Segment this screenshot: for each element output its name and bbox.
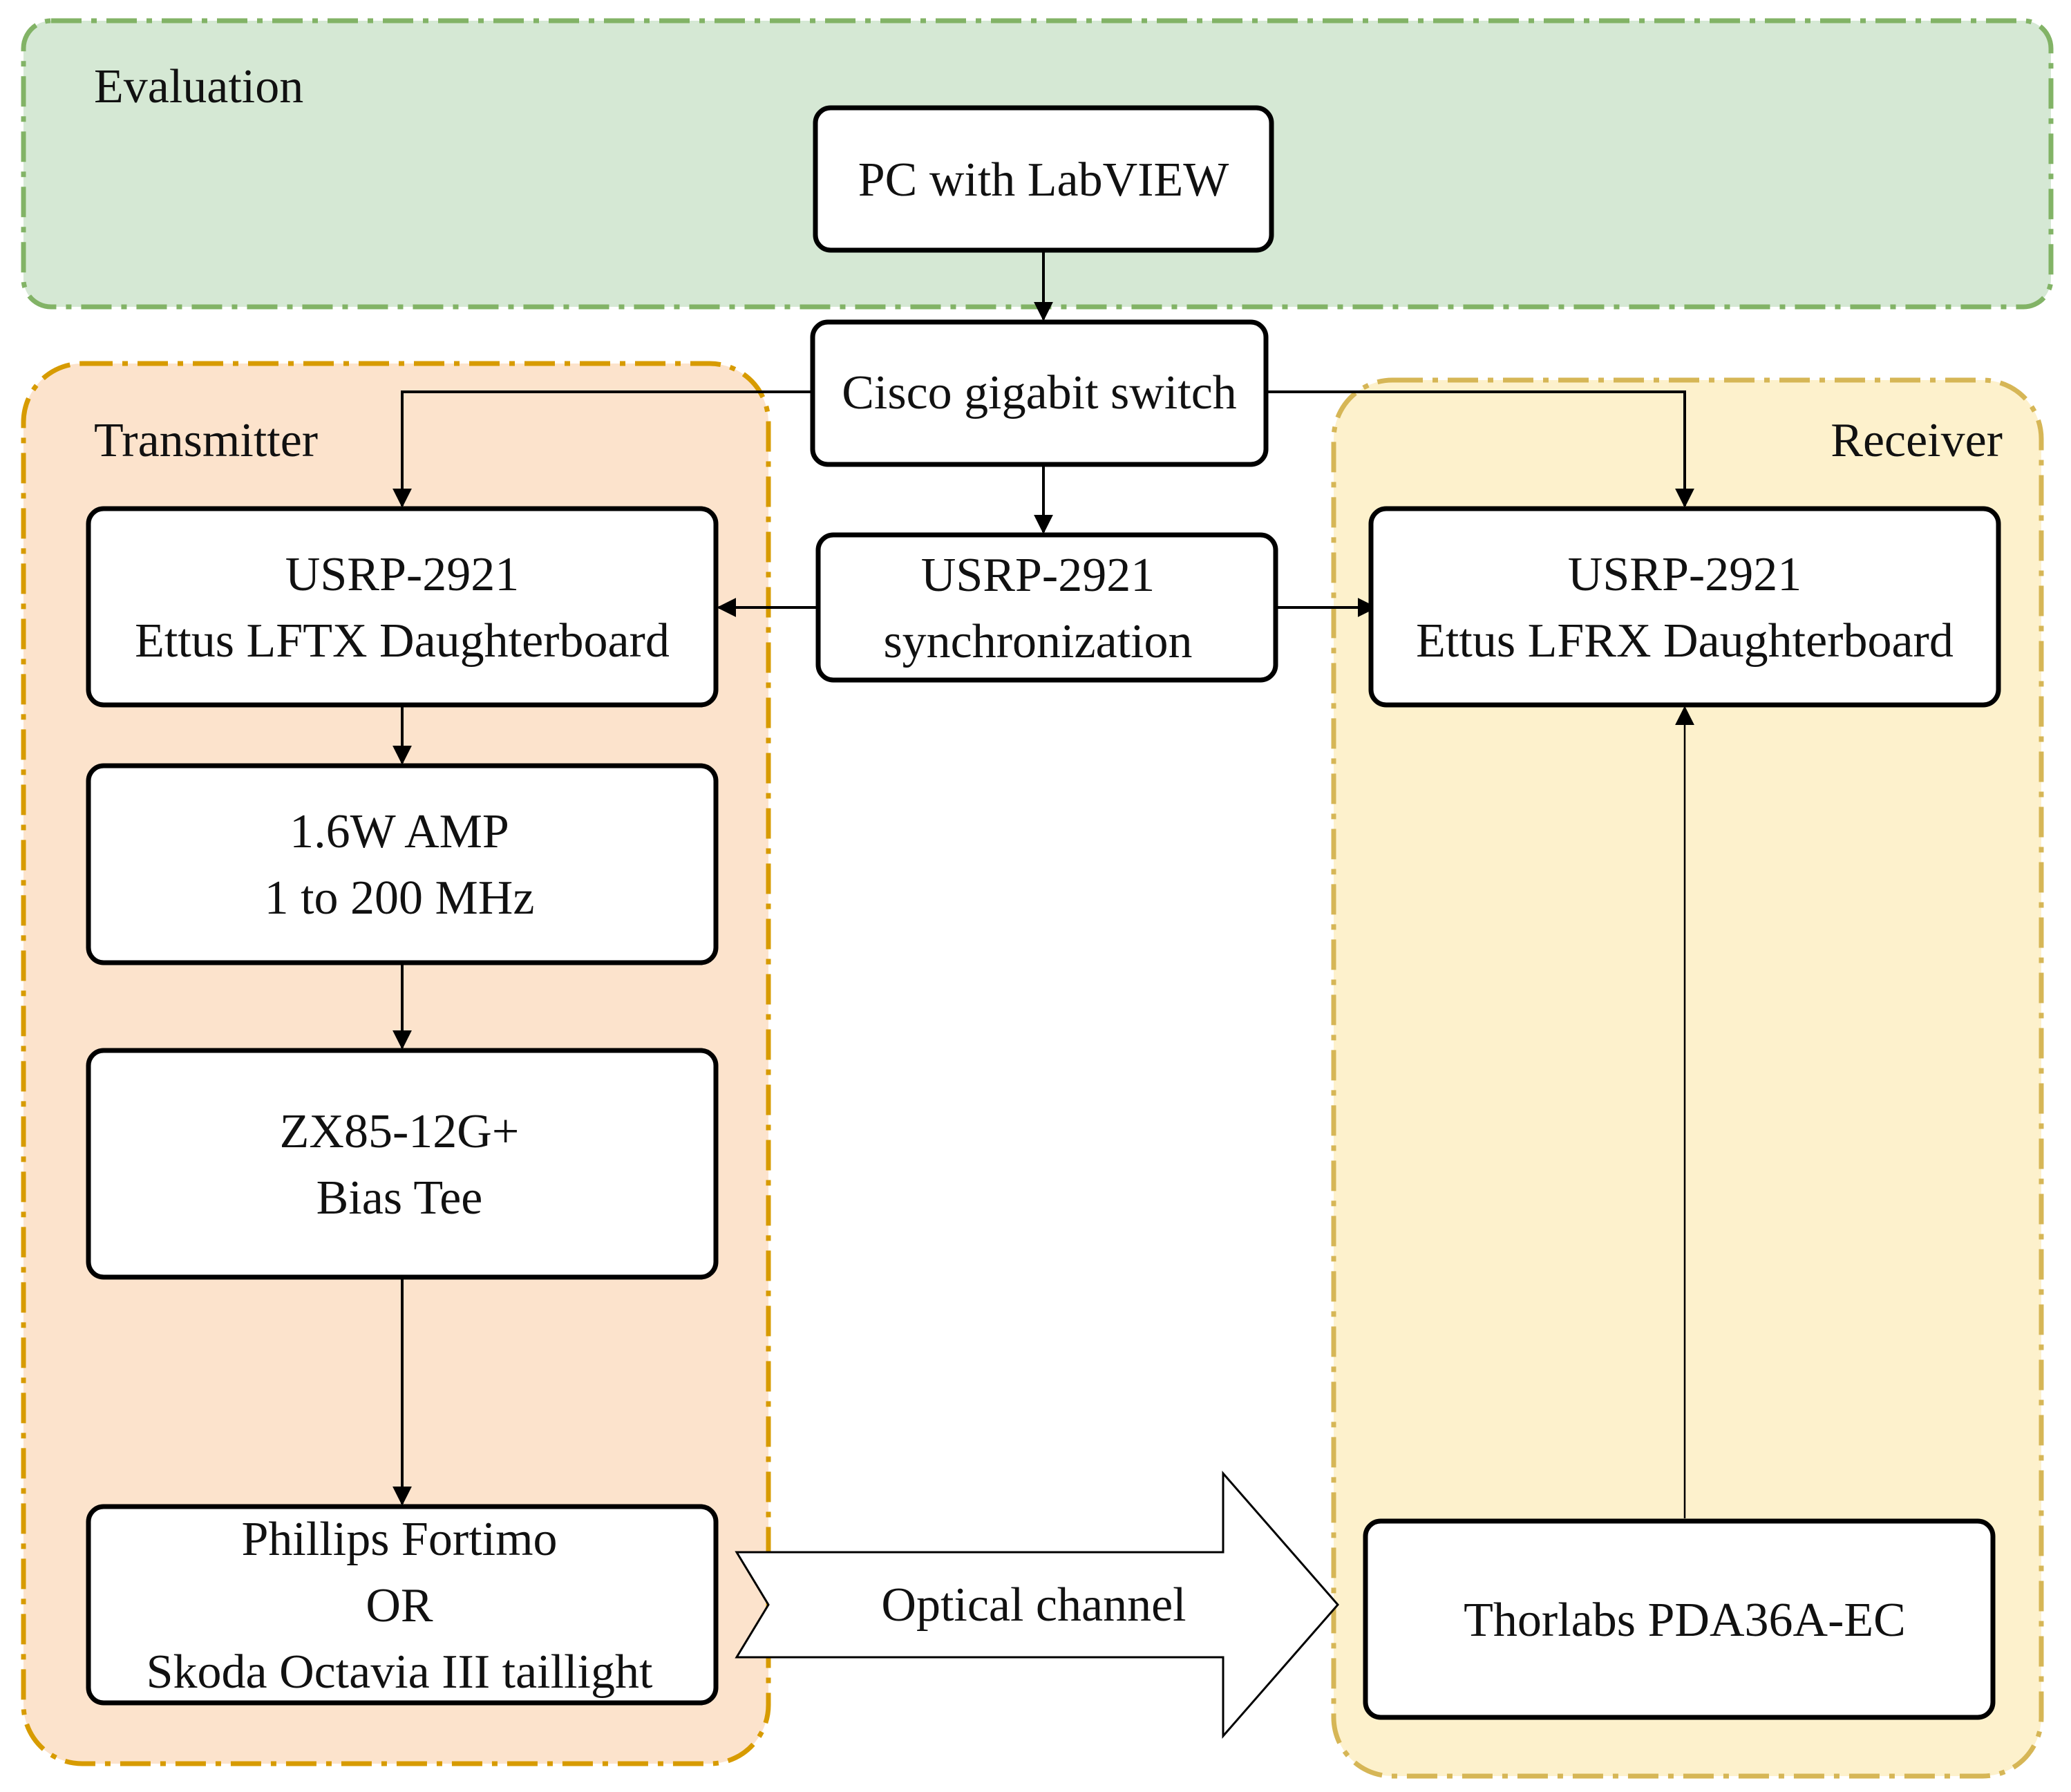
box-text-line: 1.6W AMP: [290, 805, 509, 858]
sync-box-text: USRP-2921 synchronization: [883, 549, 1192, 668]
box-text-line: 1 to 200 MHz: [265, 871, 535, 925]
box-text-line: Phillips Fortimo: [241, 1513, 557, 1566]
box-text-line: PC with LabVIEW: [858, 153, 1229, 207]
connectors: [393, 250, 1694, 1518]
edge-switch-to-usrp-rx: [1266, 390, 1694, 508]
switch-box-text: Cisco gigabit switch: [842, 366, 1237, 419]
receiver-label: Receiver: [1831, 414, 2003, 467]
component-boxes: PC with LabVIEW Cisco gigabit switch USR…: [86, 105, 2001, 1720]
evaluation-label: Evaluation: [94, 60, 303, 113]
box-text-line: USRP-2921: [285, 548, 519, 601]
detector-box-text: Thorlabs PDA36A-EC: [1464, 1594, 1906, 1647]
sync-box: USRP-2921 synchronization: [815, 532, 1278, 683]
transmitter-label: Transmitter: [94, 414, 318, 467]
box-text-line: ZX85-12G+: [280, 1105, 520, 1158]
bias-tee-box: ZX85-12G+ Bias Tee: [86, 1048, 719, 1280]
box-text-line: USRP-2921: [1568, 548, 1802, 601]
box-text-line: Cisco gigabit switch: [842, 366, 1237, 419]
amp-box: 1.6W AMP 1 to 200 MHz: [86, 763, 719, 965]
box-text-line: USRP-2921: [921, 549, 1155, 602]
box-text-line: Bias Tee: [316, 1171, 483, 1225]
pc-box: PC with LabVIEW: [813, 105, 1274, 253]
box-text-line: OR: [366, 1579, 433, 1632]
bias-tee-box-text: ZX85-12G+ Bias Tee: [280, 1105, 520, 1225]
box-text-line: Ettus LFTX Daughterboard: [135, 614, 670, 668]
receiver-region: Receiver: [1331, 377, 2044, 1779]
optical-channel: Optical channel: [735, 1471, 1339, 1739]
box-text-line: synchronization: [883, 615, 1192, 668]
box-text-line: Skoda Octavia III taillight: [146, 1645, 653, 1699]
edge-switch-to-usrp-tx: [393, 390, 813, 508]
optical-channel-arrow: [735, 1471, 1339, 1739]
pc-box-text: PC with LabVIEW: [858, 153, 1229, 207]
box-text-line: Thorlabs PDA36A-EC: [1464, 1594, 1906, 1647]
switch-box: Cisco gigabit switch: [810, 319, 1269, 467]
optical-channel-label: Optical channel: [881, 1578, 1186, 1632]
box-text-line: Ettus LFRX Daughterboard: [1416, 614, 1954, 668]
detector-box: Thorlabs PDA36A-EC: [1363, 1518, 1996, 1720]
amp-box-text: 1.6W AMP 1 to 200 MHz: [265, 805, 535, 925]
